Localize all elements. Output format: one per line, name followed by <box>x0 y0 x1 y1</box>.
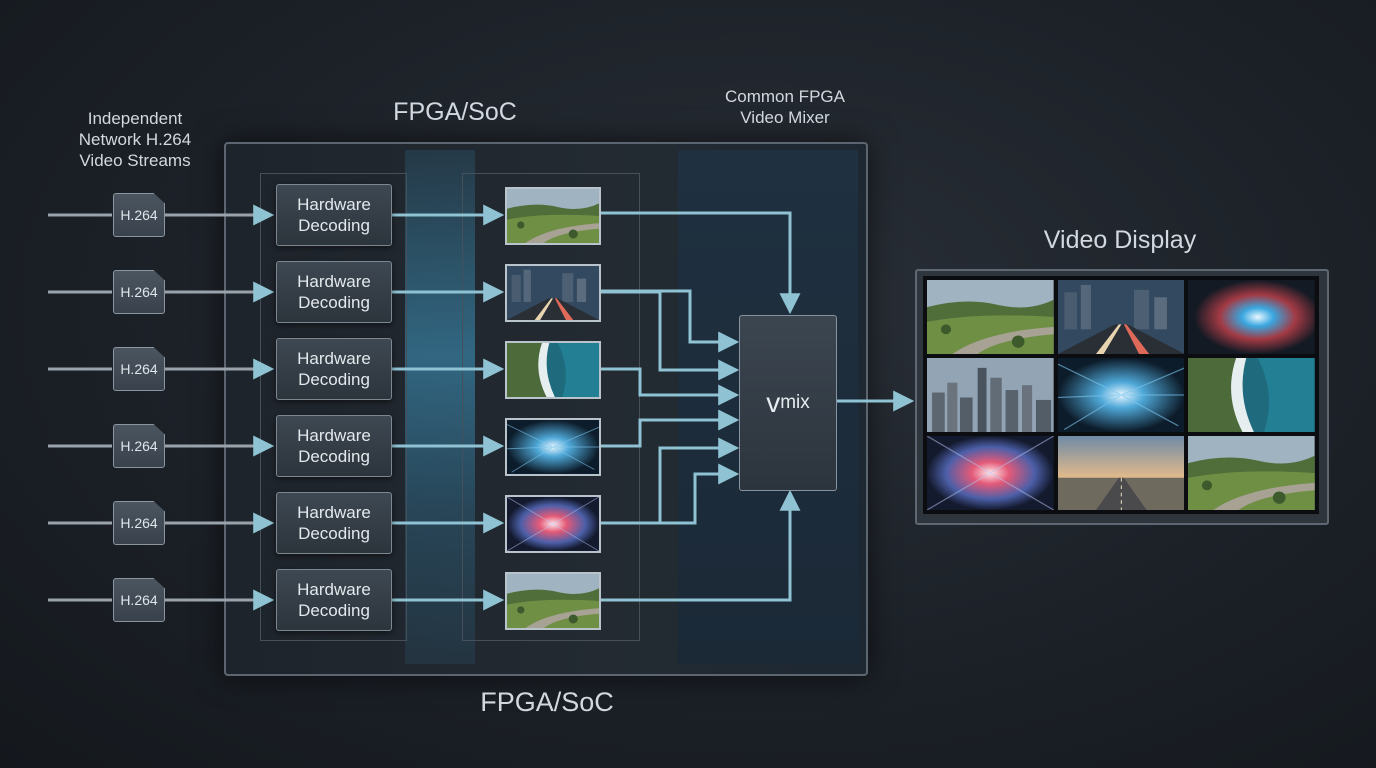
mixer-symbol: v <box>766 387 781 418</box>
display-tile <box>1057 280 1185 354</box>
decoded-frame-thumbnail <box>505 341 601 399</box>
fpga-title-bottom: FPGA/SoC <box>480 687 614 717</box>
h264-file-icon: H.264 <box>113 501 165 545</box>
frame-to-mixer-arrow <box>601 367 740 406</box>
decoder-label: Hardware <box>297 580 371 599</box>
decoder-label: Hardware <box>297 272 371 291</box>
display-tile <box>1188 436 1315 510</box>
frame-to-mixer-arrow <box>601 489 801 602</box>
decoded-frame-thumbnail <box>505 418 601 476</box>
fpga-title-top: FPGA/SoC <box>393 98 517 126</box>
frame-to-mixer-arrow <box>601 211 801 315</box>
display-tile <box>927 280 1054 354</box>
decoder-label: Hardware <box>297 426 371 445</box>
inputs-label: Independent Network H.264 Video Streams <box>78 109 192 170</box>
decoder-region <box>260 173 407 641</box>
decoded-frame-thumbnail <box>505 572 601 630</box>
frame-to-mixer-arrow <box>601 290 740 381</box>
decoder-label: Decoding <box>298 216 370 235</box>
frame-to-mixer-arrow <box>601 409 740 448</box>
decoded-frame-thumbnail <box>505 264 601 322</box>
h264-file-icon: H.264 <box>113 424 165 468</box>
display-tile <box>1057 436 1185 510</box>
display-tile <box>1057 358 1185 432</box>
decoder-label: Decoding <box>298 293 370 312</box>
mixer-label: Common FPGA Video Mixer <box>725 87 845 127</box>
display-tile <box>927 436 1054 510</box>
display-title: Video Display <box>1043 226 1197 254</box>
decoded-frame-thumbnail <box>505 495 601 553</box>
decoder-label: Decoding <box>298 601 370 620</box>
decoder-label: Hardware <box>297 195 371 214</box>
h264-file-icon: H.264 <box>113 347 165 391</box>
fpga-glow-strip <box>405 150 475 664</box>
decoder-label: Decoding <box>298 447 370 466</box>
frame-to-mixer-arrow <box>601 289 740 353</box>
decoded-frame-thumbnail <box>505 187 601 245</box>
frame-to-mixer-arrow <box>601 437 740 525</box>
video-display-grid <box>923 276 1319 514</box>
h264-file-icon: H.264 <box>113 578 165 622</box>
frame-to-mixer-arrow <box>601 463 740 525</box>
decoder-label: Decoding <box>298 370 370 389</box>
decoder-label: Hardware <box>297 349 371 368</box>
mixer-subscript: mix <box>780 392 810 413</box>
h264-file-icon: H.264 <box>113 193 165 237</box>
h264-file-icon: H.264 <box>113 270 165 314</box>
decoder-label: Decoding <box>298 524 370 543</box>
display-tile <box>1188 358 1315 432</box>
display-tile <box>927 358 1054 432</box>
frame-buffer-region <box>462 173 640 641</box>
decoder-label: Hardware <box>297 503 371 522</box>
display-tile <box>1188 280 1315 354</box>
